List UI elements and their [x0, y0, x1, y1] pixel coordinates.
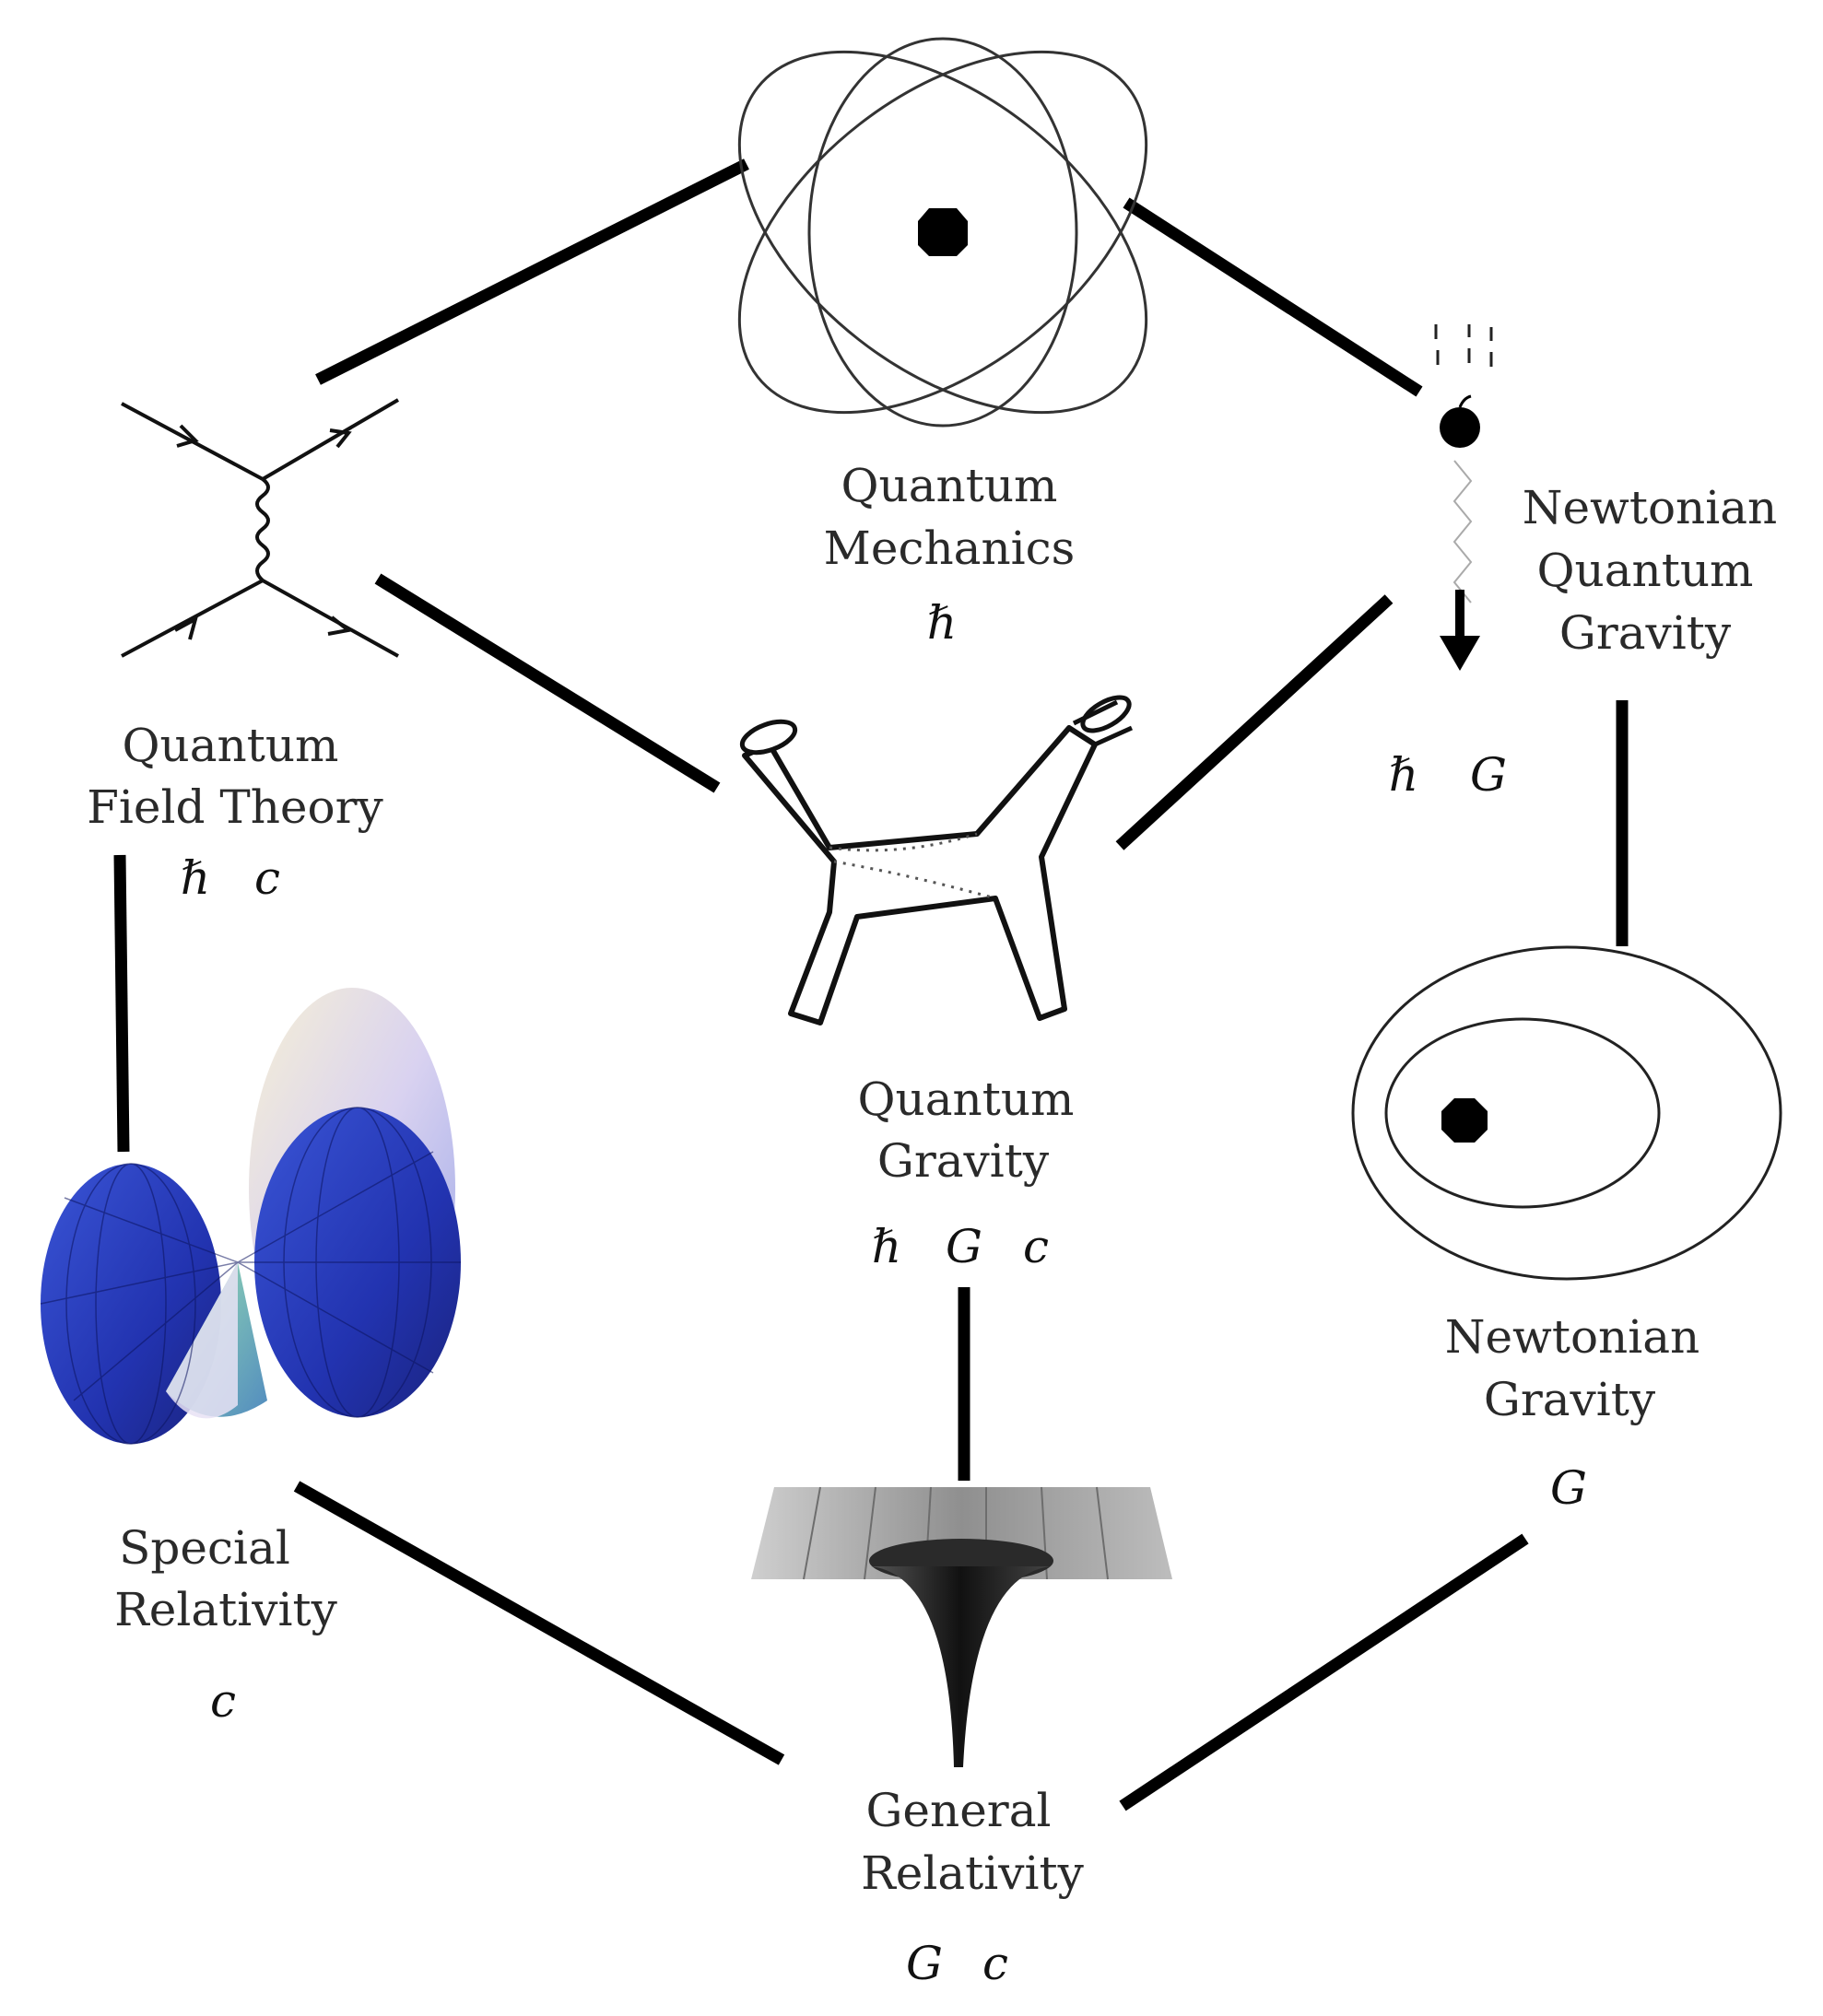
- edge-nqg-qg: [1115, 594, 1394, 850]
- constant-G: G: [946, 1220, 982, 1273]
- label-line: Relativity: [114, 1583, 337, 1636]
- orbit-icon: [1351, 945, 1782, 1281]
- label-general-relativity: General Relativity G c: [861, 1784, 1084, 1990]
- constant-hbar: ℏ: [872, 1220, 901, 1273]
- constant-c: c: [210, 1674, 236, 1728]
- falling-apple-icon: [1434, 324, 1493, 671]
- label-quantum-field-theory: Quantum Field Theory ℏ c: [87, 719, 383, 905]
- label-line: Newtonian: [1445, 1310, 1700, 1364]
- label-line: Quantum: [841, 459, 1058, 512]
- label-line: Relativity: [861, 1846, 1084, 1900]
- feynman-diagram-icon: [121, 398, 400, 658]
- edge-qft-sr: [113, 854, 130, 1153]
- label-line: Special: [119, 1521, 290, 1575]
- constant-c: c: [254, 851, 280, 905]
- constant-hbar: ℏ: [181, 851, 210, 905]
- label-quantum-mechanics: Quantum Mechanics ℏ: [824, 459, 1076, 650]
- label-line: Quantum: [858, 1072, 1075, 1126]
- constant-G: G: [906, 1937, 943, 1990]
- edge-ng-gr: [1119, 1533, 1529, 1811]
- constant-hbar: ℏ: [927, 596, 957, 650]
- edge-qm-nqg: [1123, 197, 1423, 397]
- edge-sr-gr: [293, 1481, 785, 1765]
- label-line: Newtonian: [1523, 481, 1778, 534]
- label-line: Field Theory: [87, 780, 383, 834]
- branching-tube-icon: [739, 695, 1134, 1026]
- edge-qft-qm: [315, 158, 749, 385]
- constant-G: G: [1470, 748, 1507, 802]
- label-quantum-gravity: Quantum Gravity ℏ G c: [858, 1072, 1075, 1273]
- atom-icon: [737, 37, 1148, 428]
- label-special-relativity: Special Relativity c: [114, 1521, 337, 1728]
- label-newtonian-quantum-gravity: Newtonian Quantum Gravity ℏ G: [1389, 481, 1777, 802]
- label-line: Gravity: [1559, 606, 1732, 660]
- label-line: General: [865, 1784, 1051, 1837]
- label-line: Gravity: [877, 1134, 1050, 1188]
- label-line: Quantum: [123, 719, 339, 772]
- edges: [113, 158, 1629, 1811]
- constant-c: c: [982, 1937, 1008, 1990]
- label-line: Mechanics: [824, 522, 1076, 575]
- constant-G: G: [1550, 1461, 1587, 1515]
- label-line: Gravity: [1484, 1373, 1656, 1426]
- curved-spacetime-funnel-icon: [751, 1486, 1172, 1767]
- constant-c: c: [1023, 1220, 1049, 1273]
- light-cone-sphere-icon: [40, 988, 461, 1445]
- label-line: Quantum: [1537, 544, 1754, 597]
- label-newtonian-gravity: Newtonian Gravity G: [1445, 1310, 1700, 1515]
- constant-hbar: ℏ: [1389, 748, 1418, 802]
- edge-qft-qg: [374, 573, 721, 793]
